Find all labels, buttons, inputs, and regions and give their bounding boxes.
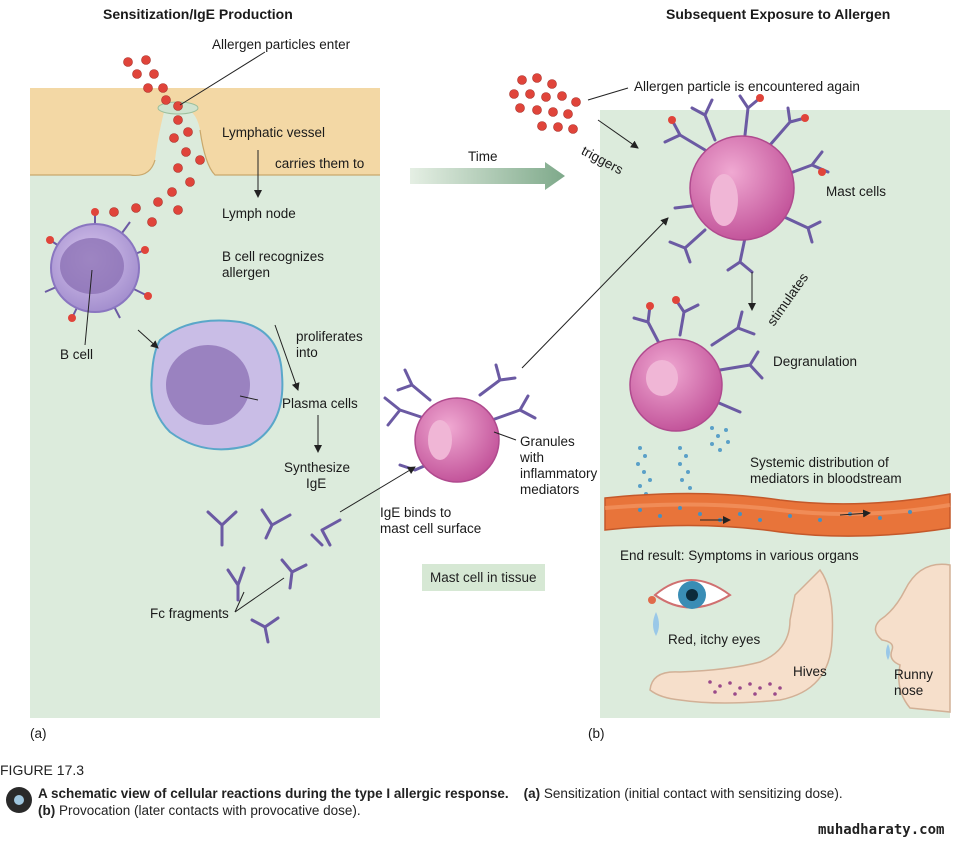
mast-cell-tissue [414, 397, 500, 483]
label-ige-binds-2: mast cell surface [380, 521, 482, 536]
allergen-particles-right [509, 73, 581, 134]
released-granules [636, 426, 730, 498]
panel-a-marker: (a) [30, 726, 47, 741]
label-lymph-node: Lymph node [222, 206, 296, 221]
label-b-cell: B cell [60, 347, 94, 362]
label-allergen-enter: Allergen particles enter [212, 37, 351, 52]
label-mast-cell-in-tissue: Mast cell in tissue [422, 564, 545, 591]
label-lymphatic-vessel: Lymphatic vessel [222, 125, 326, 140]
hives-rash [708, 680, 782, 696]
mast-cell-right [689, 135, 795, 241]
label-encountered-again: Allergen particle is encountered again [634, 79, 860, 94]
label-runny-2: nose [894, 683, 924, 698]
time-arrow [410, 162, 565, 190]
eye-illustration [648, 579, 732, 636]
allergen-particles-left [109, 55, 205, 227]
label-granules-1: Granules [520, 434, 575, 449]
label-fc-fragments: Fc fragments [150, 606, 229, 621]
caption-b-label: (b) [38, 803, 56, 818]
antibodies [206, 508, 342, 644]
figure-number: FIGURE 17.3 [0, 762, 85, 778]
label-systemic-1: Systemic distribution of [750, 455, 889, 470]
panel-b-marker: (b) [588, 726, 605, 741]
skin-layer [30, 88, 380, 176]
label-granules-2: with [520, 450, 545, 465]
label-systemic-2: mediators in bloodstream [750, 471, 902, 486]
caption-b-text: Provocation (later contacts with provoca… [55, 803, 361, 818]
label-hives: Hives [793, 664, 827, 679]
label-synthesize-1: Synthesize [284, 460, 351, 475]
caption-bold: A schematic view of cellular reactions d… [38, 786, 509, 801]
label-b-recognizes-1: B cell recognizes [222, 249, 325, 264]
label-degranulation: Degranulation [773, 354, 858, 369]
caption-a-label: (a) [523, 786, 541, 801]
caption-a-text: Sensitization (initial contact with sens… [540, 786, 843, 801]
label-red-eyes: Red, itchy eyes [668, 632, 761, 647]
caption-line-1: A schematic view of cellular reactions d… [38, 786, 843, 801]
left-panel-title: Sensitization/IgE Production [103, 6, 293, 22]
right-panel-title: Subsequent Exposure to Allergen [666, 6, 891, 22]
face-illustration [874, 563, 951, 713]
cd-icon [6, 787, 32, 813]
label-plasma-cells: Plasma cells [282, 396, 358, 411]
label-mast-cells: Mast cells [826, 184, 887, 199]
label-granules-3: inflammatory [520, 466, 598, 481]
label-end-result: End result: Symptoms in various organs [620, 548, 859, 563]
label-granules-4: mediators [520, 482, 580, 497]
label-carries: carries them to [275, 156, 365, 171]
label-synthesize-2: IgE [306, 476, 327, 491]
label-runny-1: Runny [894, 667, 934, 682]
label-proliferates-1: proliferates [296, 329, 363, 344]
label-b-recognizes-2: allergen [222, 265, 271, 280]
arm-illustration [649, 568, 834, 704]
watermark[interactable]: muhadharaty.com [818, 822, 945, 838]
label-proliferates-2: into [296, 345, 318, 360]
caption-line-2: (b) Provocation (later contacts with pro… [38, 803, 361, 818]
label-ige-binds-1: IgE binds to [380, 505, 452, 520]
label-time: Time [468, 149, 498, 164]
